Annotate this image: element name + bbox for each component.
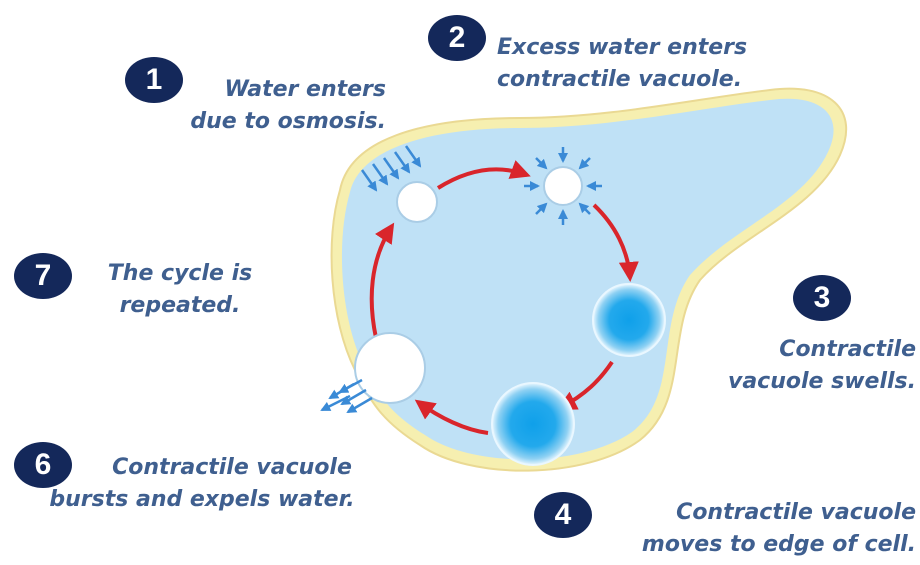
step-7-badge: 7 xyxy=(14,253,72,299)
step-2-description: Excess water enters contractile vacuole. xyxy=(497,32,797,96)
step-3-line-2: vacuole swells. xyxy=(660,366,916,398)
step-3-line-1: Contractile xyxy=(660,334,916,366)
step-2-badge: 2 xyxy=(428,15,486,61)
vacuole-stage-3 xyxy=(593,284,665,356)
step-1-line-1: Water enters xyxy=(150,74,386,106)
step-4-line-2: moves to edge of cell. xyxy=(560,529,916,561)
vacuole-stage-2 xyxy=(544,167,582,205)
vacuole-stage-6 xyxy=(355,333,425,403)
step-2-line-1: Excess water enters xyxy=(497,32,797,64)
step-1-line-2: due to osmosis. xyxy=(150,106,386,138)
vacuole-stage-1 xyxy=(397,182,437,222)
step-1-description: Water enters due to osmosis. xyxy=(150,74,386,138)
vacuole-stage-4 xyxy=(492,383,574,465)
cytoplasm xyxy=(342,99,834,460)
step-4-line-1: Contractile vacuole xyxy=(560,497,916,529)
step-2-line-2: contractile vacuole. xyxy=(497,64,797,96)
step-6-line-2: bursts and expels water. xyxy=(4,484,400,516)
step-7-description: The cycle is repeated. xyxy=(88,258,272,322)
step-6-line-1: Contractile vacuole xyxy=(4,452,400,484)
step-7-line-1: The cycle is xyxy=(88,258,272,290)
step-3-description: Contractile vacuole swells. xyxy=(660,334,916,398)
step-3-badge: 3 xyxy=(793,275,851,321)
step-6-description: Contractile vacuole bursts and expels wa… xyxy=(4,452,400,516)
step-4-description: Contractile vacuole moves to edge of cel… xyxy=(560,497,916,561)
step-7-line-2: repeated. xyxy=(88,290,272,322)
